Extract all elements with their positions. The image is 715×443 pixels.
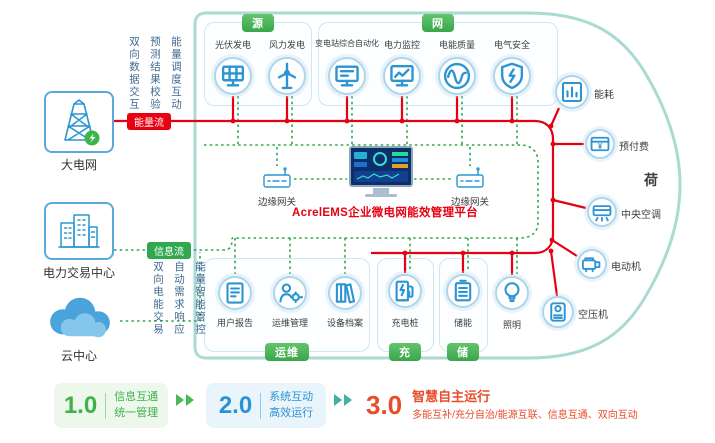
charge-section-pill: 充 bbox=[389, 343, 421, 361]
legend-item-1: 1.0 信息互通 统一管理 bbox=[54, 383, 168, 428]
compressor-label: 空压机 bbox=[578, 310, 608, 321]
archive-label: 设备档案 bbox=[326, 318, 364, 328]
motor-icon bbox=[577, 249, 607, 279]
substation-label: 变电站综合自动化 bbox=[315, 39, 379, 48]
info-flow-badge: 信息流 bbox=[147, 242, 191, 259]
legend-line: 智慧自主运行 bbox=[412, 388, 491, 404]
legend-divider bbox=[105, 392, 107, 419]
hvac-label: 中央空调 bbox=[621, 210, 661, 221]
legend-line: 系统互动 bbox=[269, 390, 314, 403]
top-vertical-texts: 双向数据交互 预测结果校验 能量调度互动 bbox=[127, 36, 184, 111]
archive-icon bbox=[328, 276, 362, 310]
monitor-base bbox=[365, 194, 397, 197]
buildings-icon bbox=[56, 209, 102, 253]
legend-line: 信息互通 bbox=[114, 390, 159, 403]
platform-title: AcrelEMS企业微电网能效管理平台 bbox=[292, 207, 478, 219]
motor-label: 电动机 bbox=[611, 262, 641, 273]
chevron-right-icon bbox=[176, 394, 194, 406]
legend-divider bbox=[260, 392, 262, 419]
legend-line: 高效运行 bbox=[269, 406, 314, 419]
ev-charger-icon bbox=[388, 274, 422, 308]
edge-gateway-left-icon bbox=[262, 166, 292, 192]
edge-gateway-right-icon bbox=[455, 166, 485, 192]
maintenance-icon bbox=[273, 276, 307, 310]
prepaid-card-icon: ¥ bbox=[585, 129, 615, 159]
battery-icon bbox=[446, 274, 480, 308]
wind-turbine-icon bbox=[268, 57, 306, 95]
ev-charger-label: 充电桩 bbox=[391, 318, 419, 328]
pv-label: 光伏发电 bbox=[214, 40, 252, 50]
vertical-text: 能量调度互动 bbox=[170, 36, 182, 111]
wind-label: 风力发电 bbox=[268, 40, 306, 50]
energy-meter-icon bbox=[555, 75, 589, 109]
substation-icon bbox=[328, 57, 366, 95]
energy-flow-badge: 能量流 bbox=[127, 113, 171, 130]
vertical-text: 预测结果校验 bbox=[149, 36, 161, 111]
vertical-text: 能量智能管控 bbox=[194, 261, 206, 336]
chevron-right-icon bbox=[334, 394, 352, 406]
dashboard-graphic bbox=[351, 148, 411, 185]
report-icon bbox=[218, 276, 252, 310]
power-monitor-label: 电力监控 bbox=[383, 40, 421, 50]
source-section-pill: 源 bbox=[242, 14, 274, 32]
energy-meter-label: 能耗 bbox=[594, 90, 614, 101]
edge-gateway-left-label: 边缘网关 bbox=[257, 197, 297, 208]
waveform-icon bbox=[438, 57, 476, 95]
legend-version: 3.0 bbox=[366, 390, 403, 420]
tower-icon bbox=[55, 97, 103, 147]
trading-center-node bbox=[44, 202, 114, 260]
legend-line: 多能互补/充分自治/能源互联、信息互通、双向互动 bbox=[412, 409, 638, 421]
compressor-icon bbox=[542, 296, 574, 328]
legend-item-2: 2.0 系统互动 高效运行 bbox=[206, 383, 326, 428]
power-grid-label: 大电网 bbox=[60, 158, 98, 172]
svg-text:¥: ¥ bbox=[598, 142, 603, 151]
battery-label: 储能 bbox=[453, 318, 473, 328]
shield-icon bbox=[493, 57, 531, 95]
lighting-label: 照明 bbox=[502, 320, 522, 330]
legend-version: 2.0 bbox=[218, 391, 253, 419]
power-quality-label: 电能质量 bbox=[438, 40, 476, 50]
power-monitor-icon bbox=[383, 57, 421, 95]
maintenance-label: 运维管理 bbox=[271, 318, 309, 328]
solar-panel-icon bbox=[214, 57, 252, 95]
cloud-icon bbox=[38, 291, 122, 343]
electrical-safety-label: 电气安全 bbox=[493, 40, 531, 50]
om-section-pill: 运维 bbox=[265, 343, 309, 361]
load-section-label: 荷 bbox=[644, 172, 658, 188]
vertical-text: 自动需求响应 bbox=[173, 261, 185, 336]
legend-version: 1.0 bbox=[63, 391, 98, 419]
bulb-icon bbox=[495, 276, 529, 310]
trading-center-label: 电力交易中心 bbox=[42, 266, 116, 280]
grid-section-pill: 网 bbox=[422, 14, 454, 32]
prepaid-label: 预付费 bbox=[619, 142, 649, 153]
bottom-vertical-texts: 双向电能交易 自动需求响应 能量智能管控 bbox=[151, 261, 208, 336]
legend-item-3: 3.0 智慧自主运行 多能互补/充分自治/能源互联、信息互通、双向互动 bbox=[366, 383, 711, 428]
storage-section-pill: 储 bbox=[447, 343, 479, 361]
hvac-icon bbox=[587, 197, 617, 227]
report-label: 用户报告 bbox=[216, 318, 254, 328]
legend-line: 统一管理 bbox=[114, 406, 159, 419]
vertical-text: 双向数据交互 bbox=[128, 36, 140, 111]
cloud-center-label: 云中心 bbox=[60, 349, 98, 363]
platform-screen bbox=[349, 146, 413, 187]
vertical-text: 双向电能交易 bbox=[152, 261, 164, 336]
power-grid-node bbox=[44, 91, 114, 153]
